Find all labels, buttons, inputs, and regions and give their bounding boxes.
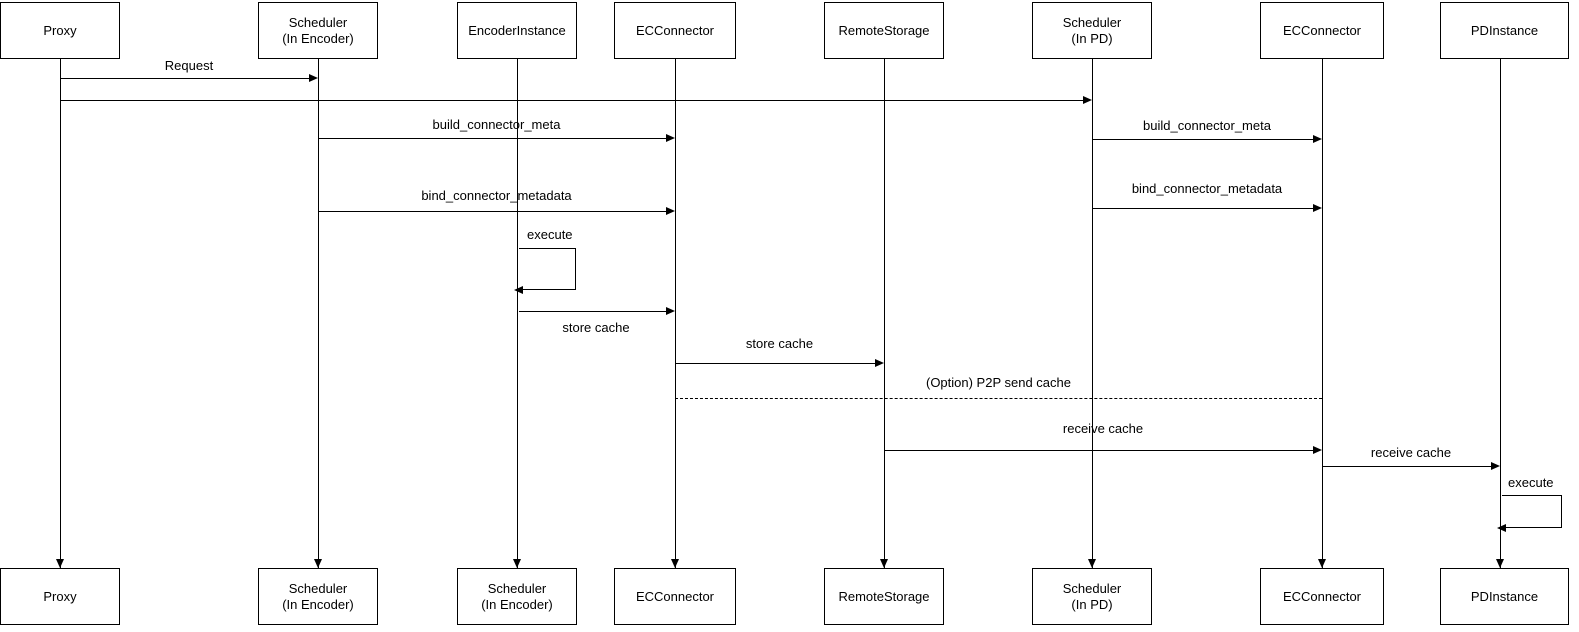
message-line-build-connector-meta-encoder[interactable]	[318, 138, 666, 139]
message-line-receive-cache-to-pdinstance[interactable]	[1322, 466, 1491, 467]
participant-label: ECConnector	[1282, 588, 1362, 604]
self-message-loop-execute-encoder[interactable]	[519, 248, 576, 290]
message-label-bind-connector-metadata-encoder: bind_connector_metadata	[421, 188, 572, 203]
message-label-store-cache-to-ecconnector: store cache	[562, 320, 630, 335]
participant-box-bottom-scheduler-in-pd[interactable]: Scheduler (In PD)	[1032, 568, 1152, 625]
message-label-build-connector-meta-encoder: build_connector_meta	[432, 117, 561, 132]
lifeline-end-arrow	[1496, 559, 1504, 568]
participant-label: ECConnector	[635, 22, 715, 38]
message-line-build-connector-meta-pd[interactable]	[1092, 139, 1313, 140]
lifeline-end-arrow	[880, 559, 888, 568]
participant-box-bottom-pdinstance[interactable]: PDInstance	[1440, 568, 1569, 625]
message-line-unlabeled[interactable]	[60, 100, 1083, 101]
message-line-receive-cache-to-ecconnector[interactable]	[884, 450, 1313, 451]
lifeline-ecconnector-encoder	[675, 59, 676, 568]
lifeline-end-arrow	[56, 559, 64, 568]
message-arrowhead-right	[666, 134, 675, 142]
lifeline-end-arrow	[513, 559, 521, 568]
message-arrowhead-right	[1083, 96, 1092, 104]
message-label-receive-cache-to-ecconnector: receive cache	[1062, 421, 1144, 436]
lifeline-end-arrow	[1318, 559, 1326, 568]
participant-box-bottom-proxy[interactable]: Proxy	[0, 568, 120, 625]
participant-label: RemoteStorage	[838, 22, 930, 38]
message-line-request[interactable]	[60, 78, 309, 79]
participant-box-bottom-scheduler-in-encoder[interactable]: Scheduler (In Encoder)	[258, 568, 378, 625]
message-arrowhead-right	[875, 359, 884, 367]
participant-label: Proxy	[43, 588, 77, 604]
participant-box-top-scheduler-in-pd[interactable]: Scheduler (In PD)	[1032, 2, 1152, 59]
lifeline-scheduler-in-encoder	[318, 59, 319, 568]
lifeline-end-arrow	[671, 559, 679, 568]
lifeline-encoderinstance	[517, 59, 518, 568]
participant-label: Scheduler (In Encoder)	[481, 580, 553, 612]
self-message-arrowhead-left	[1497, 524, 1506, 532]
participant-box-top-ecconnector-pd[interactable]: ECConnector	[1260, 2, 1384, 59]
message-label-request: Request	[164, 58, 214, 73]
message-arrowhead-right	[1313, 204, 1322, 212]
message-arrowhead-right	[1313, 446, 1322, 454]
message-line-store-cache-to-remotestorage[interactable]	[675, 363, 875, 364]
message-arrowhead-right	[1313, 135, 1322, 143]
lifeline-proxy	[60, 59, 61, 568]
message-arrowhead-right	[1491, 462, 1500, 470]
message-arrowhead-right	[309, 74, 318, 82]
participant-box-bottom-ecconnector-encoder[interactable]: ECConnector	[614, 568, 736, 625]
participant-box-top-proxy[interactable]: Proxy	[0, 2, 120, 59]
message-label-bind-connector-metadata-pd: bind_connector_metadata	[1131, 181, 1283, 196]
participant-box-bottom-remotestorage[interactable]: RemoteStorage	[824, 568, 944, 625]
participant-box-bottom-encoderinstance[interactable]: Scheduler (In Encoder)	[457, 568, 577, 625]
participant-label: Scheduler (In PD)	[1062, 14, 1122, 46]
lifeline-scheduler-in-pd	[1092, 59, 1093, 568]
participant-label: PDInstance	[1470, 588, 1539, 604]
participant-label: ECConnector	[1282, 22, 1362, 38]
message-arrowhead-right	[666, 207, 675, 215]
message-label-receive-cache-to-pdinstance: receive cache	[1370, 445, 1452, 460]
participant-label: ECConnector	[635, 588, 715, 604]
lifeline-ecconnector-pd	[1322, 59, 1323, 568]
message-line-store-cache-to-ecconnector[interactable]	[519, 311, 666, 312]
self-message-loop-execute-pd[interactable]	[1502, 495, 1562, 528]
message-label-build-connector-meta-pd: build_connector_meta	[1143, 118, 1271, 133]
message-line-bind-connector-metadata-encoder[interactable]	[318, 211, 666, 212]
participant-label: Proxy	[43, 22, 77, 38]
message-line-option-p2p-send-cache[interactable]	[675, 398, 1322, 399]
self-message-arrowhead-left	[514, 286, 523, 294]
lifeline-remotestorage	[884, 59, 885, 568]
participant-box-top-scheduler-in-encoder[interactable]: Scheduler (In Encoder)	[258, 2, 378, 59]
message-arrowhead-right	[666, 307, 675, 315]
participant-label: Scheduler (In Encoder)	[282, 14, 354, 46]
participant-label: RemoteStorage	[838, 588, 930, 604]
message-label-option-p2p-send-cache: (Option) P2P send cache	[925, 375, 1071, 390]
lifeline-end-arrow	[314, 559, 322, 568]
participant-box-top-remotestorage[interactable]: RemoteStorage	[824, 2, 944, 59]
participant-label: PDInstance	[1470, 22, 1539, 38]
participant-box-bottom-ecconnector-pd[interactable]: ECConnector	[1260, 568, 1384, 625]
message-label-store-cache-to-remotestorage: store cache	[745, 336, 814, 351]
lifeline-pdinstance	[1500, 59, 1501, 568]
participant-box-top-encoderinstance[interactable]: EncoderInstance	[457, 2, 577, 59]
participant-label: EncoderInstance	[468, 22, 566, 38]
participant-label: Scheduler (In Encoder)	[282, 580, 354, 612]
lifeline-end-arrow	[1088, 559, 1096, 568]
participant-box-top-ecconnector-encoder[interactable]: ECConnector	[614, 2, 736, 59]
participant-box-top-pdinstance[interactable]: PDInstance	[1440, 2, 1569, 59]
message-line-bind-connector-metadata-pd[interactable]	[1092, 208, 1313, 209]
participant-label: Scheduler (In PD)	[1062, 580, 1122, 612]
self-message-label-execute-pd: execute	[1508, 475, 1554, 490]
self-message-label-execute-encoder: execute	[527, 227, 573, 242]
